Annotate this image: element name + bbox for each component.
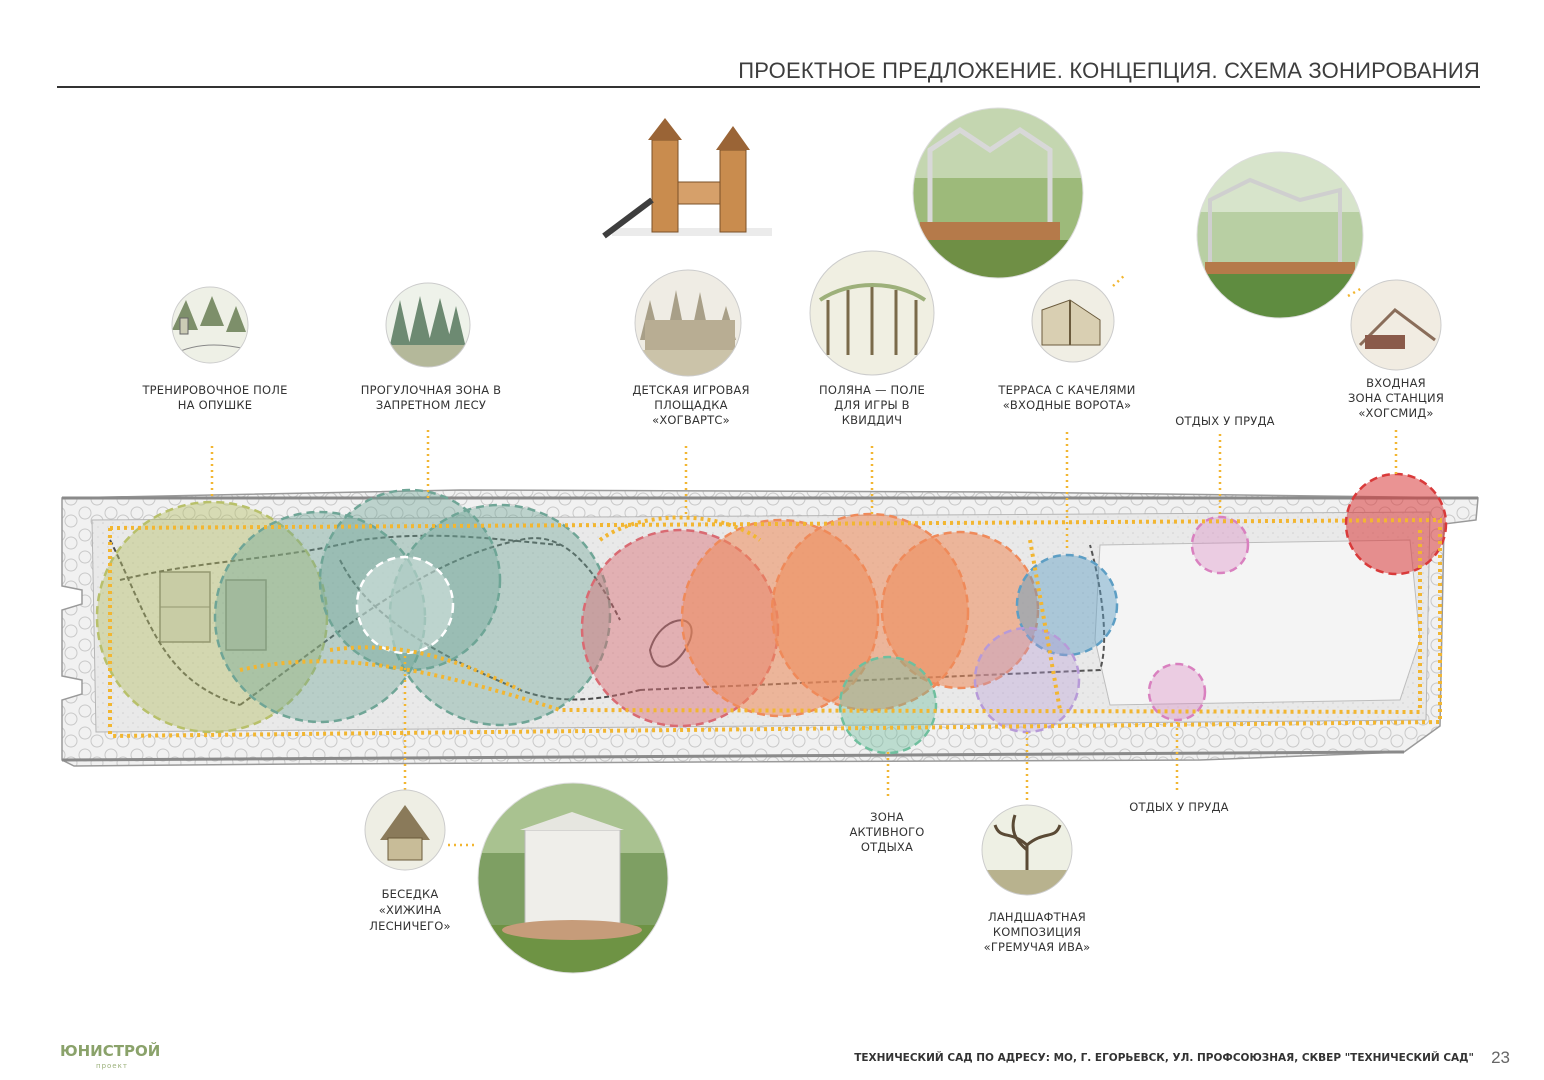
thumb-swing — [1032, 280, 1114, 362]
company-logo: ЮНИСТРОЙ — [60, 1042, 161, 1060]
label-pond-rest-bottom: Отдых у пруда — [1129, 800, 1229, 814]
thumb-hut — [365, 790, 445, 870]
zone-circle-active-11 — [838, 655, 938, 755]
photo-castle-playground — [602, 118, 772, 239]
label-kids-playground: Детская игровая площадка «Хогвартс» — [632, 383, 750, 427]
zone-circle-forest-1 — [213, 510, 427, 724]
label-willow: Ландшафтная композиция «Гремучая ива» — [983, 910, 1091, 954]
label-active-zone: Зона активного отдыха — [849, 810, 925, 854]
project-address: ТЕХНИЧЕСКИЙ САД ПО АДРЕСУ: МО, Г. ЕГОРЬЕ… — [854, 1052, 1474, 1064]
zone-circle-forest-2 — [318, 488, 502, 672]
path-network — [108, 515, 1442, 738]
label-forest-walk: Прогулочная зона в Запретном лесу — [360, 383, 502, 412]
zone-circle-willow-10 — [973, 626, 1081, 734]
zone-circle-training-0 — [95, 500, 329, 734]
zone-circle-terrace-9 — [1015, 553, 1119, 657]
label-quidditch-field: Поляна — поле для игры в квиддич — [819, 383, 925, 427]
label-swing-terrace: Терраса с качелями «Входные ворота» — [998, 383, 1136, 412]
zone-circle-gazebo-8 — [355, 555, 455, 655]
zone-circle-forest-3 — [388, 503, 612, 727]
title-divider — [57, 86, 1480, 88]
thumb-training — [172, 287, 248, 363]
thumb-hogsmeade — [1351, 280, 1441, 370]
thumb-hogwarts — [635, 270, 741, 376]
zone-circle-pond-bottom-13 — [1147, 662, 1207, 722]
company-logo-sub: проект — [96, 1062, 128, 1070]
page-title: ПРОЕКТНОЕ ПРЕДЛОЖЕНИЕ. КОНЦЕПЦИЯ. СХЕМА … — [738, 58, 1480, 83]
photo-pergola — [1197, 152, 1363, 318]
label-gazebo: Беседка «Хижина лесничего» — [369, 887, 451, 933]
photo-terrace — [913, 108, 1083, 278]
zone-circle-pond-top-12 — [1190, 515, 1250, 575]
zone-circles — [95, 472, 1448, 755]
label-training-field: Тренировочное поле на опушке — [142, 383, 288, 412]
label-pond-rest-top: Отдых у пруда — [1175, 414, 1275, 428]
leader-lines — [210, 273, 1398, 847]
page-number: 23 — [1491, 1048, 1510, 1067]
zone-circle-quidditch-7 — [880, 530, 1040, 690]
label-entrance-zone: Входная зона станция «Хогсмид» — [1347, 376, 1445, 420]
zone-circle-entrance-14 — [1344, 472, 1448, 576]
thumb-quidditch — [810, 251, 934, 375]
